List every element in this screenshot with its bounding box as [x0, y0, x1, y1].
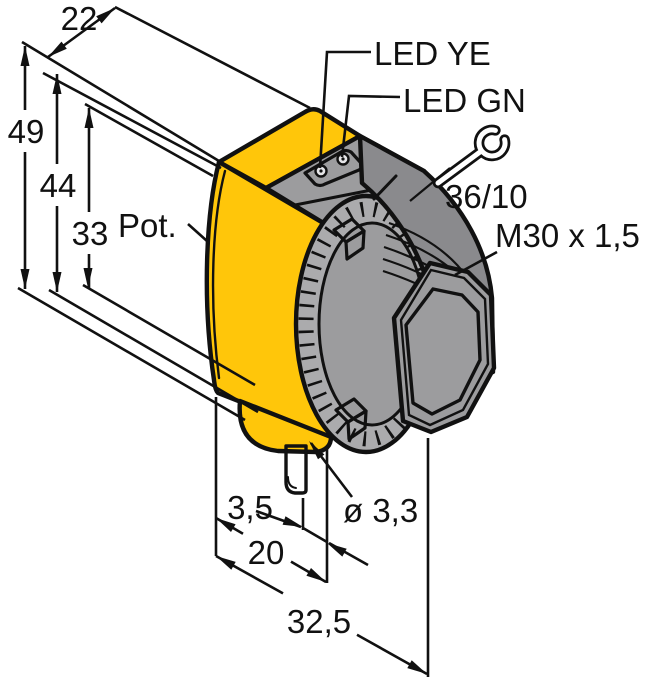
dim-depth-label: 22: [61, 0, 98, 37]
callout-thread: M30 x 1,5: [454, 217, 640, 277]
extension-lines: [17, 5, 430, 677]
led-yellow-label: LED YE: [374, 35, 491, 72]
dim-body-height-label: 44: [40, 167, 77, 204]
bezel-bevel-ring: [399, 268, 490, 427]
wrench-icon: [409, 124, 511, 202]
led-green-label: LED GN: [403, 82, 526, 119]
yellow-shell-bevel-line: [211, 169, 227, 380]
lens-bezel: [391, 260, 497, 435]
mounting-clip-top: [332, 217, 366, 261]
dim-cable-offset-label: 3,5: [227, 489, 273, 526]
dim-pot-height-label: 33: [72, 215, 109, 252]
callout-wrench: 36/10: [409, 124, 528, 215]
dim-total-length-32-5: 32,5: [215, 554, 428, 676]
wrench-size-label: 36/10: [445, 178, 528, 215]
dim-cable-position-label: 20: [248, 534, 285, 571]
dim-depth-22: 22: [47, 0, 116, 59]
sensor-body: [204, 107, 497, 495]
dim-cable-offset-3-5: 3,5: [227, 489, 369, 567]
cable-diameter-label: ø 3,3: [343, 492, 418, 529]
dim-body-height-44: 44: [40, 74, 77, 292]
housing-facet-line: [372, 174, 398, 201]
lens-window: [404, 287, 482, 416]
callout-led-green: LED GN: [340, 82, 526, 158]
dim-cable-position-20: 20: [215, 516, 327, 584]
cable-boss: [237, 398, 334, 455]
dim-total-height-49: 49: [8, 46, 45, 289]
mounting-clip-bottom: [334, 397, 368, 441]
callout-led-yellow: LED YE: [318, 35, 491, 169]
dim-pot-height-33: 33: [72, 108, 109, 288]
thread-label: M30 x 1,5: [495, 217, 640, 254]
callout-potentiometer: Pot.: [118, 207, 208, 244]
callout-cable-diameter: ø 3,3: [309, 441, 418, 529]
dim-total-height-label: 49: [8, 113, 45, 150]
potentiometer-label: Pot.: [118, 207, 177, 244]
dim-total-length-label: 32,5: [287, 603, 351, 640]
cable: [284, 444, 308, 495]
